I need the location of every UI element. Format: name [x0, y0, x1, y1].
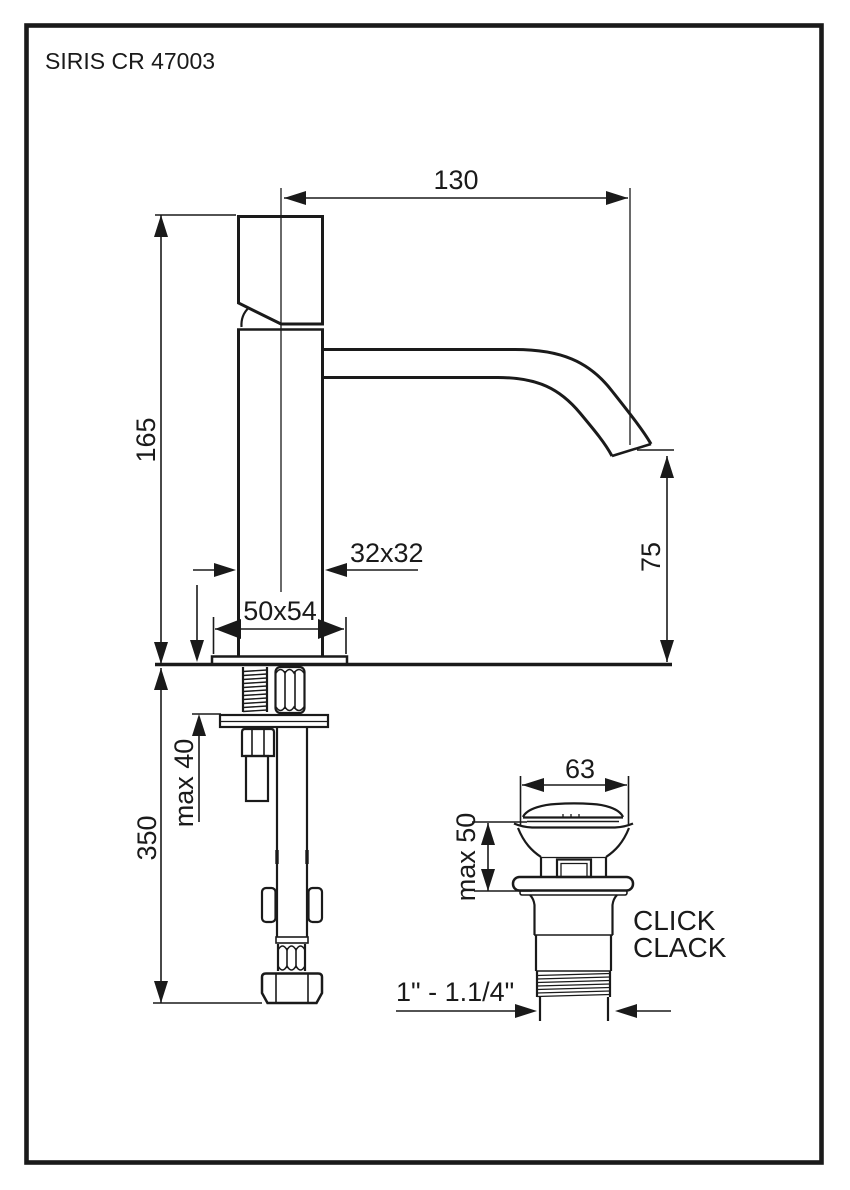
drain-upper-body: [529, 894, 618, 935]
clamp-nut-facets: [251, 729, 265, 756]
arrowhead-165-top: [154, 215, 168, 237]
faucet-above-deck: [210, 188, 653, 666]
drain-funnel-rim: [513, 822, 634, 829]
arrowhead-max40-down: [190, 640, 204, 662]
hose-hex-lug-right: [307, 886, 324, 924]
hose-lower-braid-bottom-knots: [277, 964, 306, 971]
arrowhead-50x54-left: [215, 619, 241, 639]
label-clack: CLACK: [633, 932, 727, 963]
dimension-drain-thread: 1" - 1.1/4": [396, 977, 671, 1018]
drain-funnel-sides: [516, 827, 631, 858]
hose-joint-ticks: [275, 850, 309, 864]
drain-cap-dome: [521, 802, 625, 818]
hose-lower-braid-top-knots: [277, 945, 306, 952]
label-spout-reach: 130: [433, 165, 478, 195]
label-click: CLICK: [633, 905, 716, 936]
spout-outlet-face: [611, 442, 652, 458]
hose-upper-braid-outline: [274, 665, 306, 715]
hose-tube: [275, 727, 309, 937]
hose-upper-braid-top-knots: [275, 668, 305, 675]
click-clack-note: CLICK CLACK: [633, 905, 727, 963]
spout-outer-curve: [324, 348, 653, 445]
arrowhead-350-bottom: [154, 981, 168, 1003]
arrowhead-165-bottom: [154, 642, 168, 664]
dimension-165: 165: [131, 214, 236, 664]
hose-end-nut: [260, 972, 324, 1005]
drain-mid-body: [534, 935, 613, 971]
drain-thread-lines: [536, 972, 611, 998]
label-below-deck-length: 350: [132, 815, 162, 860]
label-drain-thread-size: 1" - 1.1/4": [396, 977, 514, 1007]
hose-collar: [275, 936, 309, 944]
dimension-32x32: 32x32: [193, 538, 424, 577]
label-spout-section: 32x32: [350, 538, 424, 568]
arrowhead-max50-down: [481, 869, 495, 891]
label-spout-height: 75: [636, 542, 666, 572]
arrowhead-75-bottom: [660, 640, 674, 662]
drain-flange-gasket: [519, 889, 628, 896]
arrowhead-max50-up: [481, 823, 495, 845]
dimension-max50: max 50: [451, 813, 532, 902]
drain-neck-sides: [539, 857, 608, 877]
drain-tailpipe: [538, 997, 610, 1021]
label-max-mounting-thickness: max 40: [169, 739, 199, 828]
drain-popup-window-inner: [560, 862, 588, 877]
arrowhead-350-top: [154, 668, 168, 690]
arrowhead-50x54-right: [318, 619, 344, 639]
faucet-handle-arc-detail: [240, 306, 250, 328]
arrowhead-130-right: [606, 191, 628, 205]
ext-lines-63: [519, 776, 630, 826]
dimension-max40: max 40: [169, 585, 221, 827]
drain-popup-window: [555, 858, 593, 879]
product-title: SIRIS CR 47003: [45, 48, 215, 74]
arrowhead-130-left: [284, 191, 306, 205]
hose-upper-braid-strands: [284, 671, 296, 709]
mounting-rod-end: [244, 754, 270, 803]
hose-lower-braid-strands: [286, 948, 297, 968]
drain-flange: [511, 875, 635, 892]
hose-lower-braid-sides: [276, 944, 307, 971]
faucet-handle-outline: [237, 215, 324, 326]
ext-lines-50x54: [212, 617, 347, 654]
hose-end-nut-facets: [275, 974, 309, 1002]
dimension-75: 75: [636, 449, 674, 662]
sheet-border: [24, 23, 824, 1165]
dimension-63: 63: [519, 754, 630, 826]
dimension-50x54: 50x54: [212, 596, 347, 654]
dimension-350: 350: [132, 668, 262, 1004]
label-total-height: 165: [131, 417, 161, 462]
arrowhead-max40-up: [192, 714, 206, 736]
under-deck-assembly: [218, 665, 330, 1005]
dimension-130: 130: [284, 165, 631, 445]
drain-cap-slot-details: [562, 814, 580, 818]
hose-hex-lug-left: [260, 886, 277, 924]
spout-inner-curve: [324, 376, 614, 457]
arrowhead-63-right: [605, 778, 627, 792]
label-drain-cap-diameter: 63: [565, 754, 595, 784]
arrowhead-63-left: [522, 778, 544, 792]
hose-upper-braid-bottom-knots: [275, 705, 305, 712]
click-clack-drain: [511, 802, 635, 1021]
arrowhead-thread-left: [515, 1004, 537, 1018]
arrowhead-75-top: [660, 456, 674, 478]
clamp-nut: [240, 727, 276, 758]
mounting-rod-threads: [242, 669, 268, 713]
arrowhead-32x32-left: [214, 563, 236, 577]
arrowhead-thread-right: [615, 1004, 637, 1018]
arrowhead-32x32-right: [325, 563, 347, 577]
label-base-footprint: 50x54: [243, 596, 317, 626]
label-drain-max-thickness: max 50: [451, 813, 481, 902]
